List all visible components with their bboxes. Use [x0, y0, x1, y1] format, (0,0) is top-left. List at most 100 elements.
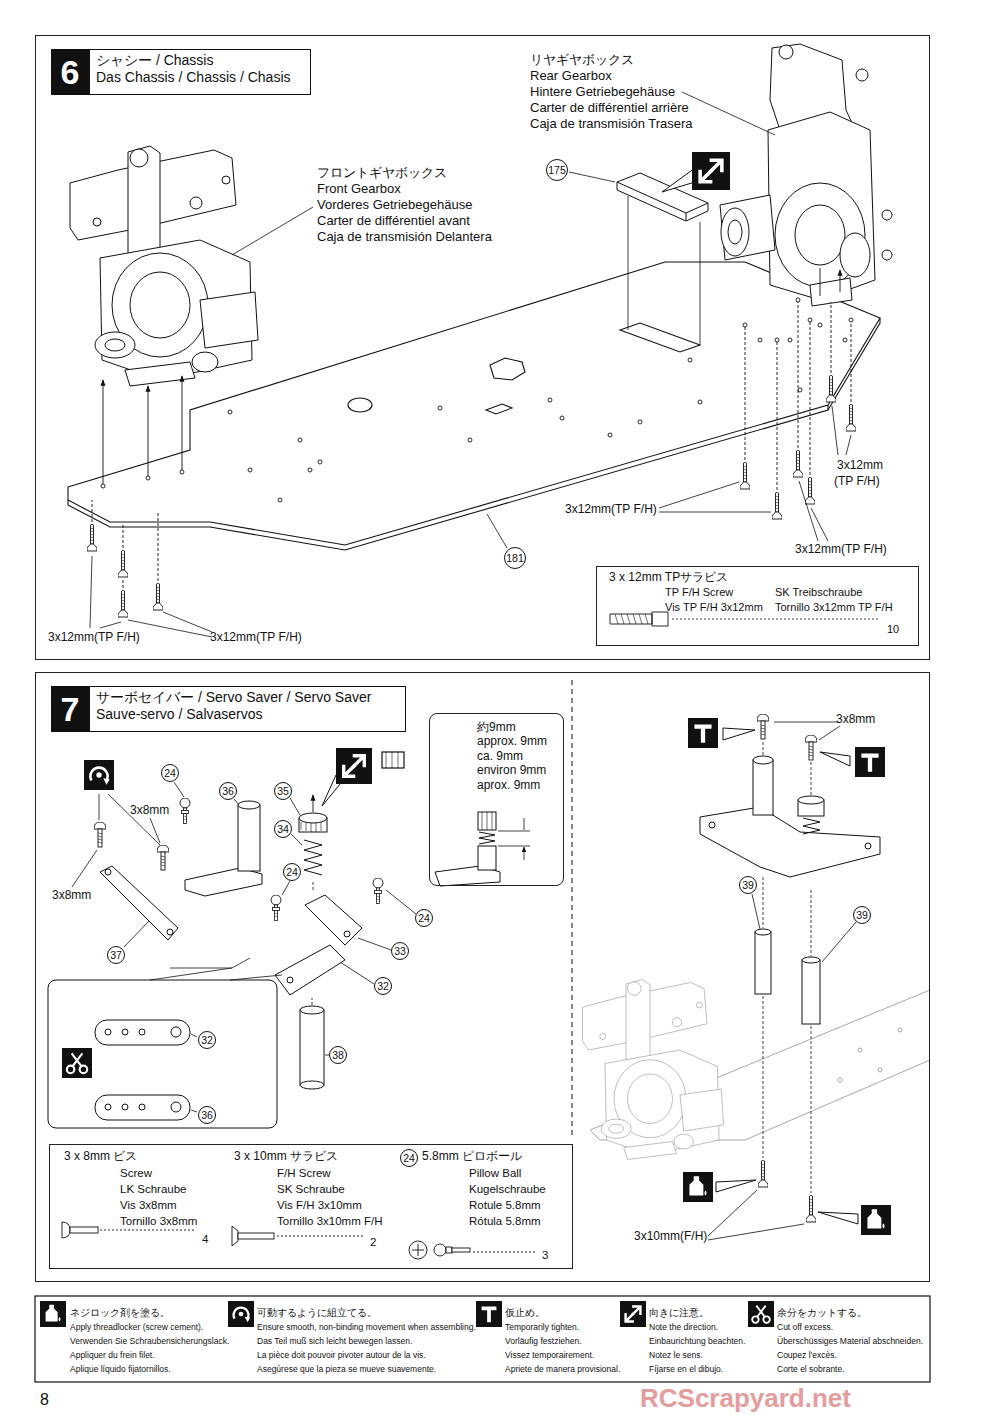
screw-label: 3x12mm: [837, 458, 883, 472]
table-cell: Tornillo 3x12mm TP F/H: [775, 601, 893, 614]
legend-entry: La pièce doit pouvoir pivoter autour de …: [257, 1343, 426, 1362]
legend-text: Appliquer du frein filet.: [70, 1350, 155, 1360]
servo-saver-assembly: [708, 1190, 804, 1240]
servo-saver-parts: [312, 880, 313, 1005]
callout-number: 38: [329, 1046, 347, 1064]
temp-tighten-icon: [688, 718, 885, 777]
table-drawing: [238, 1233, 274, 1239]
screw: [846, 404, 856, 431]
legend-text: Das Teil muß sich leicht bewegen lassen.: [257, 1336, 412, 1346]
leader-line: [174, 782, 184, 797]
table-drawing: [62, 1222, 70, 1238]
temp-tighten-icon: [688, 718, 718, 748]
table-cell: Screw: [120, 1167, 152, 1181]
table-heading: 3 x 10mm サラビス: [234, 1149, 338, 1163]
temp-tighten-icon: [855, 747, 885, 777]
chassis-plate: [758, 338, 762, 342]
legend-entry: Corte el sobrante.: [777, 1357, 845, 1376]
callout-number: 24: [161, 764, 179, 782]
chassis-plate: [688, 358, 692, 362]
table-heading: 3 x 12mm TPサラビス: [609, 570, 728, 584]
trim-inset: [191, 1034, 197, 1112]
chassis-plate: [775, 338, 779, 342]
screw: [157, 845, 169, 870]
servo-saver-assembly: [865, 843, 871, 849]
screw: [757, 714, 769, 739]
legend-text: Vorläufig festziehen.: [505, 1336, 582, 1346]
legend-text: Corte el sobrante.: [777, 1364, 845, 1374]
legend-text: Cut off excess.: [777, 1322, 833, 1332]
chassis-plate: [468, 438, 472, 442]
direction-icon: [336, 748, 372, 784]
servo-saver-assembly: [723, 728, 755, 740]
screw-label: 3x12mm(TP F/H): [48, 630, 140, 644]
table-cell: Tornillo 3x8mm: [120, 1215, 197, 1229]
pillow-ball: [180, 798, 190, 824]
leader-line: [99, 794, 160, 845]
callout-number: 32: [198, 1031, 216, 1049]
part-name: リヤギヤボックス: [530, 52, 634, 68]
servo-saver-parts: [313, 795, 314, 812]
screw: [87, 524, 97, 551]
faded-assembly: [858, 1048, 862, 1052]
threadlock-icon: [861, 1205, 891, 1235]
legend-entry: Überschüssiges Material abschneiden.: [777, 1329, 923, 1348]
rotation-icon: [84, 760, 114, 790]
trim-inset: [105, 1104, 111, 1110]
rotation-icon: [84, 760, 114, 790]
legend-entry: Asegúrese que la pieza se mueve suavemen…: [257, 1357, 436, 1376]
legend-text: Einbaurichtung beachten.: [649, 1336, 745, 1346]
rear-gearbox: [882, 250, 892, 260]
leader-line: [90, 92, 851, 637]
legend-text: Asegúrese que la pieza se mueve suavemen…: [257, 1364, 436, 1374]
leader-line: [72, 850, 97, 887]
trim-inset: [139, 1104, 145, 1110]
trim-inset: [171, 1027, 181, 1037]
front-gearbox: [70, 146, 258, 386]
step-title: シャシー / Chassis: [96, 52, 213, 69]
servo-saver-parts: [167, 929, 173, 935]
servo-saver-parts: [300, 1081, 324, 1089]
assembly-line: [148, 386, 149, 476]
cut-icon: [62, 1048, 92, 1078]
table-cell: SK Schraube: [277, 1183, 345, 1197]
leader-line: [232, 207, 313, 255]
legend-entry: Aplique líquido fijatornillos.: [70, 1357, 171, 1376]
rear-gearbox: [721, 208, 749, 256]
chassis-plate: [490, 358, 525, 380]
trim-inset: [122, 1029, 128, 1035]
threadlock-icon: [683, 1172, 891, 1235]
servo-saver-parts: [299, 813, 327, 823]
part-name: Caja de transmisión Trasera: [530, 116, 693, 132]
callout-number: 34: [274, 820, 292, 838]
spring-gauge: [478, 812, 496, 830]
step-number: 7: [51, 686, 89, 732]
faded-assembly: [583, 980, 724, 1160]
assembly-line: [92, 268, 851, 588]
chassis-plate: [849, 318, 853, 322]
screw-label: 3x12mm(TP F/H): [565, 502, 657, 516]
screw: [740, 462, 750, 489]
legend-entry: Temporarily tighten.: [505, 1315, 579, 1334]
legend-text: Notez le sens.: [649, 1350, 703, 1360]
chassis-plate: [248, 468, 252, 472]
chassis-plate: [608, 433, 612, 437]
screw: [118, 590, 128, 617]
direction-icon: [692, 152, 730, 190]
legend-icon: [620, 1301, 646, 1327]
table-drawing: [473, 1252, 535, 1253]
watermark: RCScrapyard.net: [640, 1383, 851, 1414]
screw: [806, 1195, 816, 1222]
servo-saver-assembly: [802, 960, 820, 1024]
servo-saver-assembly: [818, 1212, 858, 1224]
trim-inset: [171, 1102, 181, 1112]
chassis-plate: [348, 398, 372, 412]
leader-line: [90, 556, 121, 628]
chassis-plate: [146, 476, 150, 480]
table-cell: Vis 3x8mm: [120, 1199, 177, 1213]
pillow-ball: [271, 895, 281, 921]
chassis-plate: [808, 318, 812, 322]
chassis-plate: [638, 420, 642, 424]
legend-text: 向きに注意。: [649, 1307, 709, 1318]
legend-entry: Note the direction.: [649, 1315, 718, 1334]
